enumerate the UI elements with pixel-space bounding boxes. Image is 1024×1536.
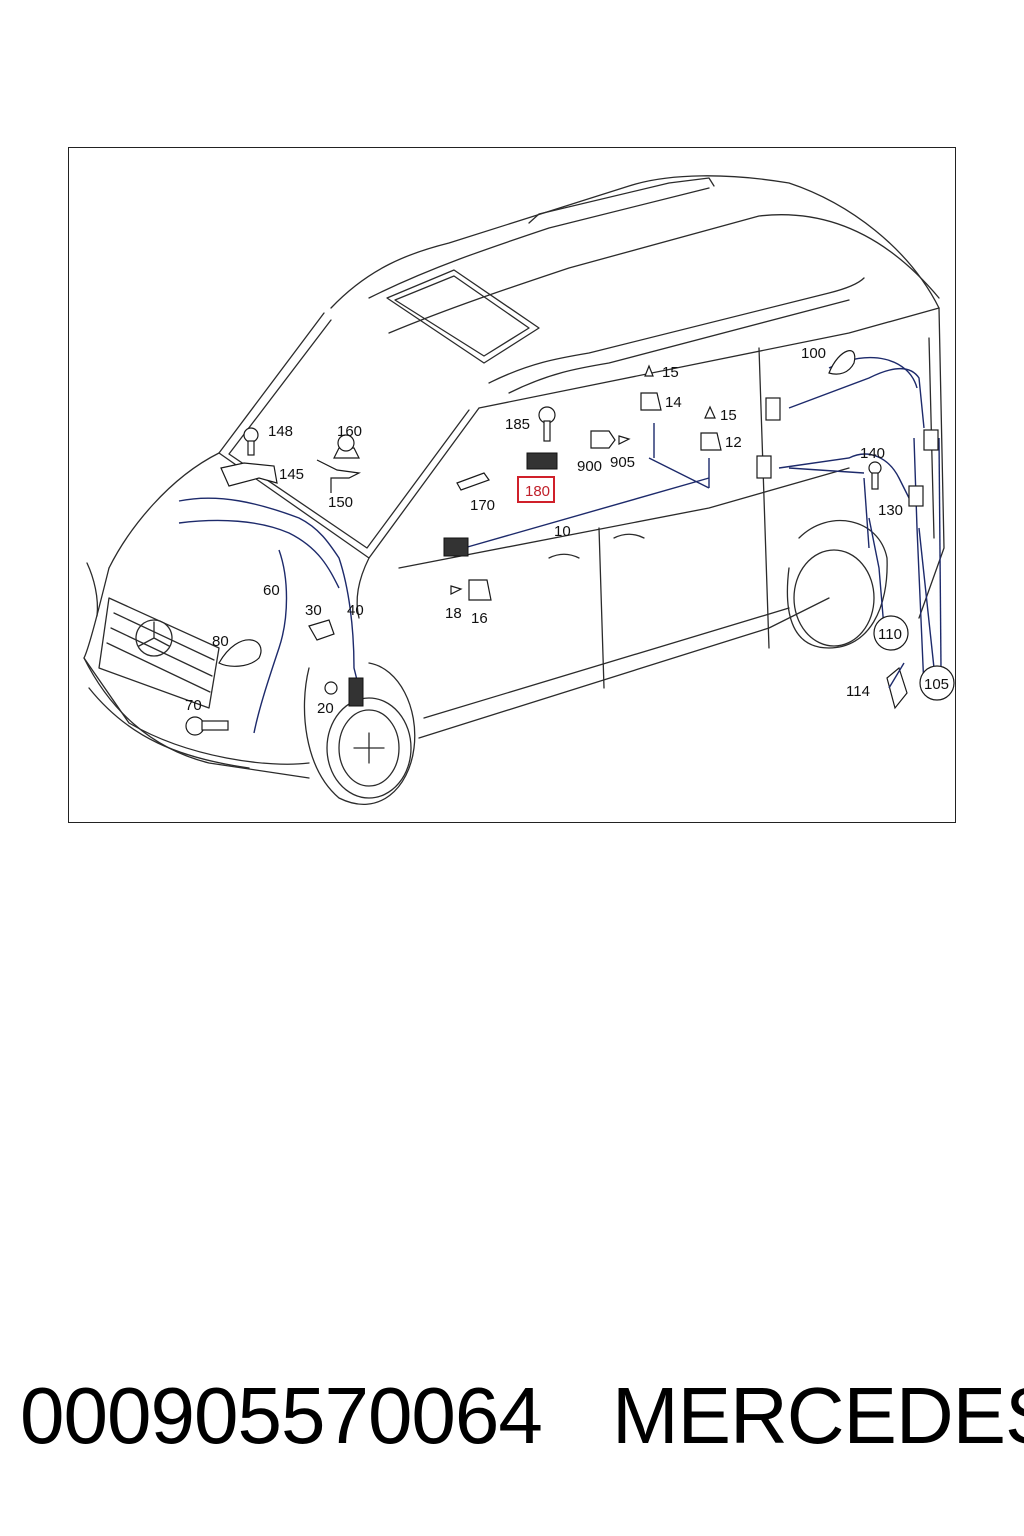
label-16: 16 bbox=[471, 610, 488, 627]
label-905: 905 bbox=[610, 454, 635, 471]
van-parts-diagram: 10 12 14 15 15 16 18 20 30 40 60 70 80 1… bbox=[83, 175, 955, 805]
brand-name: MERCEDES bbox=[612, 1371, 1024, 1460]
label-105: 105 bbox=[924, 676, 949, 693]
label-110: 110 bbox=[878, 626, 902, 643]
label-170: 170 bbox=[470, 497, 495, 514]
label-900: 900 bbox=[577, 458, 602, 475]
label-100: 100 bbox=[801, 345, 826, 362]
label-160: 160 bbox=[337, 423, 362, 440]
part-glyphs bbox=[185, 350, 955, 736]
label-20: 20 bbox=[317, 700, 334, 717]
highlight-box-180 bbox=[517, 476, 555, 503]
label-180: 180 bbox=[525, 483, 550, 500]
label-40: 40 bbox=[347, 602, 364, 619]
label-18: 18 bbox=[445, 605, 462, 622]
label-12: 12 bbox=[725, 434, 742, 451]
label-10: 10 bbox=[554, 523, 571, 540]
part-labels: 10 12 14 15 15 16 18 20 30 40 60 70 80 1… bbox=[185, 345, 949, 717]
label-130: 130 bbox=[878, 502, 903, 519]
label-114: 114 bbox=[846, 683, 870, 700]
label-60: 60 bbox=[263, 582, 280, 599]
label-145: 145 bbox=[279, 466, 304, 483]
part-number: 000905570064 bbox=[20, 1371, 543, 1460]
label-148: 148 bbox=[268, 423, 293, 440]
label-15b: 15 bbox=[720, 407, 737, 424]
parts-diagram-frame: 10 12 14 15 15 16 18 20 30 40 60 70 80 1… bbox=[68, 147, 956, 823]
label-185: 185 bbox=[505, 416, 530, 433]
label-30: 30 bbox=[305, 602, 322, 619]
label-80: 80 bbox=[212, 633, 229, 650]
wiring-harness bbox=[178, 356, 942, 734]
label-70: 70 bbox=[185, 697, 202, 714]
label-140: 140 bbox=[860, 445, 885, 462]
label-15a: 15 bbox=[662, 364, 679, 381]
callout-circle-110 bbox=[873, 615, 909, 651]
label-150: 150 bbox=[328, 494, 353, 511]
label-14: 14 bbox=[665, 394, 682, 411]
callout-circle-105 bbox=[919, 665, 955, 701]
footer: 000905570064 MERCEDES bbox=[0, 1370, 1024, 1470]
van-body-outline bbox=[83, 175, 945, 805]
